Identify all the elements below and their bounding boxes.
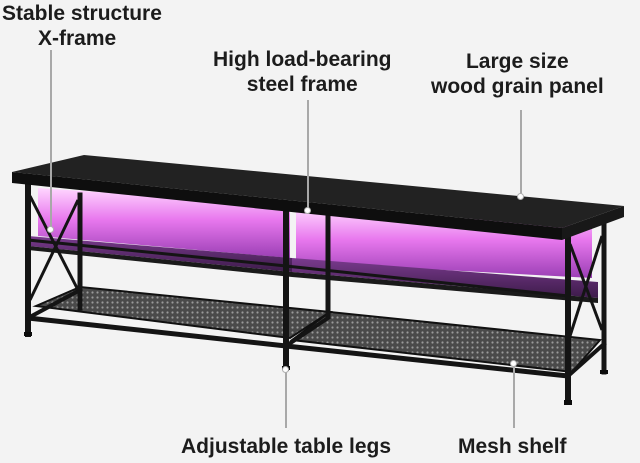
- x-frame-graphic: [28, 195, 604, 337]
- callout-stable-line2: X-frame: [38, 27, 117, 50]
- leader-line-stable: [50, 50, 52, 230]
- callout-stable-line1: Stable structure: [2, 2, 162, 25]
- leader-line-steel: [307, 100, 309, 210]
- wood-grain-panel-graphic: [12, 155, 624, 240]
- callout-stable-structure: Stable structure X-frame: [2, 1, 162, 51]
- callout-panel-line2: wood grain panel: [431, 75, 604, 98]
- callout-table-legs: Adjustable table legs: [181, 434, 391, 459]
- callout-wood-panel: Large size wood grain panel: [431, 49, 604, 99]
- leader-dot-mesh: [510, 360, 517, 367]
- callout-mesh-shelf: Mesh shelf: [458, 434, 567, 459]
- leader-dot-panel: [517, 193, 524, 200]
- callout-steel-line1: High load-bearing: [213, 48, 392, 71]
- callout-steel-line2: steel frame: [246, 73, 358, 96]
- callout-panel-line1: Large size: [465, 50, 569, 73]
- steel-frame-graphic: [25, 175, 607, 405]
- leader-line-panel: [520, 110, 522, 196]
- callout-legs-line1: Adjustable table legs: [181, 435, 392, 458]
- leader-line-mesh: [513, 364, 515, 428]
- leader-line-legs: [285, 370, 287, 428]
- leader-dot-legs: [282, 366, 289, 373]
- callout-steel-frame: High load-bearing steel frame: [213, 47, 392, 97]
- leader-dot-steel: [304, 207, 311, 214]
- middle-shelf: [28, 236, 598, 303]
- leader-dot-stable: [47, 226, 54, 233]
- callout-mesh-line1: Mesh shelf: [458, 435, 567, 458]
